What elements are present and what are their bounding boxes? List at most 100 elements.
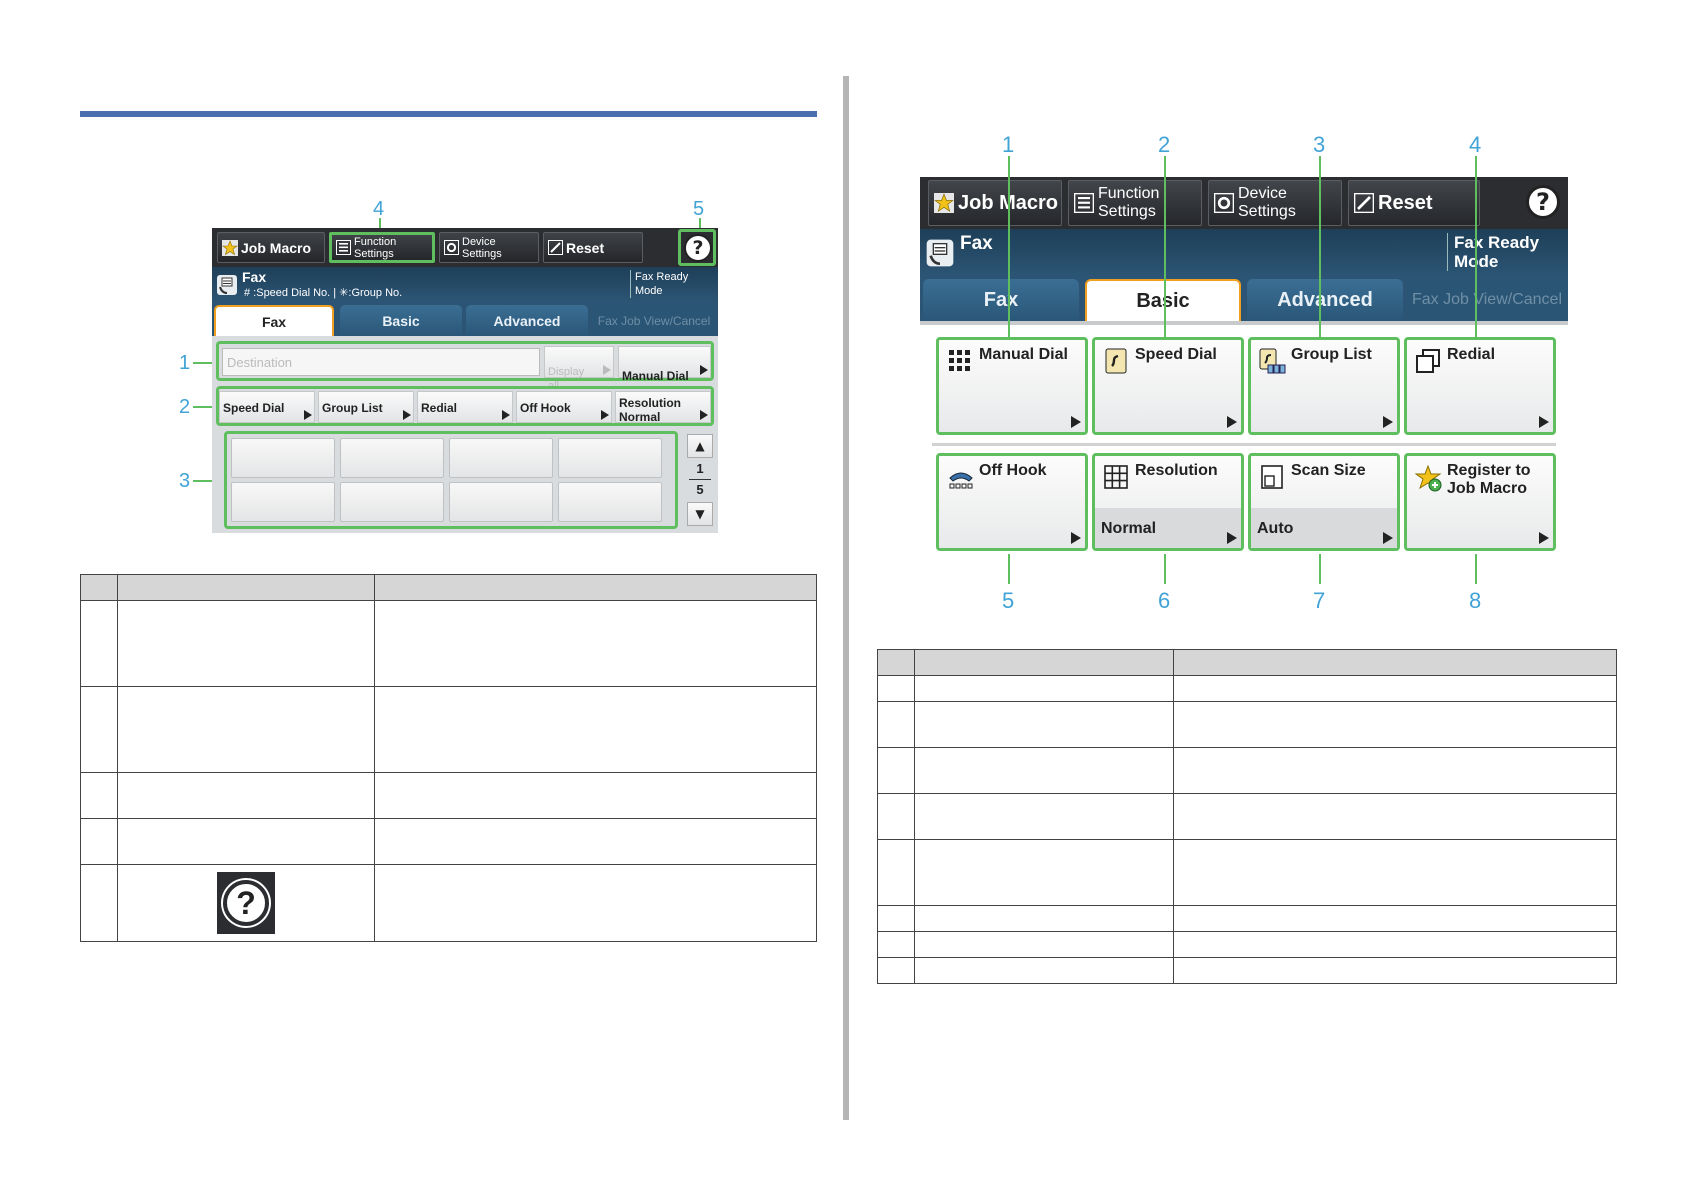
callout-line: [193, 406, 216, 408]
table-row: [877, 747, 1617, 794]
redial-label: Redial: [421, 401, 458, 415]
tab-basic[interactable]: Basic: [1085, 279, 1241, 321]
manual-dial-button[interactable]: Manual Dial: [618, 346, 711, 383]
scan-size-label: Scan Size: [1291, 462, 1366, 479]
table-row: [877, 931, 1617, 958]
grid-icon: [1103, 464, 1131, 492]
resolution-value: Normal: [1095, 508, 1241, 548]
tab-fax-job-view[interactable]: Fax Job View/Cancel: [592, 305, 716, 336]
tab-underline: [920, 321, 1568, 325]
speed-dial-label: Speed Dial: [1135, 346, 1217, 363]
manual-dial-tile[interactable]: Manual Dial: [936, 337, 1088, 435]
one-touch-key[interactable]: [340, 438, 444, 478]
reset-button[interactable]: Reset: [543, 232, 643, 263]
callout-line: [1164, 554, 1166, 584]
one-touch-key[interactable]: [231, 482, 335, 522]
device-settings-label: Device Settings: [1238, 185, 1296, 220]
help-icon[interactable]: ?: [684, 234, 712, 262]
device-settings-label: Device Settings: [462, 235, 502, 260]
table-row: [877, 957, 1617, 984]
redial-tile[interactable]: Redial: [1404, 337, 1556, 435]
device-settings-button[interactable]: Device Settings: [1208, 180, 1342, 226]
reset-button[interactable]: Reset: [1348, 180, 1480, 226]
phone-icon: [947, 464, 975, 492]
device-settings-button[interactable]: Device Settings: [439, 232, 539, 263]
callout-line: [193, 480, 224, 482]
page-separator: [689, 479, 711, 480]
resolution-tile[interactable]: Resolution Normal: [1092, 453, 1244, 551]
one-touch-key[interactable]: [558, 438, 662, 478]
callout-line: [1319, 156, 1321, 340]
arrow-icon: [1227, 532, 1237, 544]
off-hook-tile[interactable]: Off Hook: [936, 453, 1088, 551]
callout-line: [1164, 156, 1166, 340]
help-icon[interactable]: ?: [1526, 185, 1560, 219]
reset-icon: [1354, 193, 1374, 213]
group-list-button[interactable]: Group List: [318, 391, 414, 423]
callout-3: 3: [1313, 132, 1326, 157]
group-list-label: Group List: [322, 401, 383, 415]
tab-fax[interactable]: Fax: [214, 305, 334, 336]
arrow-icon: [1071, 532, 1081, 544]
tab-advanced[interactable]: Advanced: [466, 305, 588, 336]
arrow-icon: [700, 365, 708, 375]
table-header-item: [117, 574, 375, 601]
group-list-label: Group List: [1291, 346, 1372, 363]
arrow-icon: [601, 410, 609, 420]
fax-panel-left: Job Macro Function Settings Device Setti…: [212, 228, 718, 533]
one-touch-key[interactable]: [449, 482, 553, 522]
one-touch-key[interactable]: [558, 482, 662, 522]
scroll-up-button[interactable]: ▲: [687, 434, 713, 458]
callout-line: [193, 362, 216, 364]
register-job-macro-tile[interactable]: Register to Job Macro: [1404, 453, 1556, 551]
tab-basic[interactable]: Basic: [340, 305, 462, 336]
arrow-icon: [603, 365, 611, 375]
callout-line: [699, 218, 701, 230]
one-touch-key[interactable]: [231, 438, 335, 478]
tab-fax-job-view[interactable]: Fax Job View/Cancel: [1409, 279, 1565, 321]
speed-dial-tile[interactable]: Speed Dial: [1092, 337, 1244, 435]
callout-2: 2: [179, 396, 191, 418]
callout-6: 6: [1158, 588, 1171, 613]
tab-fax[interactable]: Fax: [923, 279, 1079, 321]
register-job-macro-label: Register to Job Macro: [1447, 462, 1531, 497]
callout-line: [1008, 156, 1010, 340]
job-macro-label: Job Macro: [241, 239, 312, 256]
tab-advanced[interactable]: Advanced: [1247, 279, 1403, 321]
gear-icon: [1214, 193, 1234, 213]
scroll-down-button[interactable]: ▼: [687, 502, 713, 526]
callout-4: 4: [373, 198, 385, 220]
group-list-tile[interactable]: Group List: [1248, 337, 1400, 435]
callout-3: 3: [179, 470, 191, 492]
callout-line: [1475, 554, 1477, 584]
off-hook-button[interactable]: Off Hook: [516, 391, 612, 423]
callout-line: [1319, 554, 1321, 584]
speed-dial-button[interactable]: Speed Dial: [219, 391, 315, 423]
function-settings-button[interactable]: Function Settings: [329, 232, 435, 263]
fax-panel-right: Job Macro Function Settings Device Setti…: [920, 177, 1568, 557]
table-row: [877, 701, 1617, 748]
function-settings-button[interactable]: Function Settings: [1068, 180, 1202, 226]
one-touch-grid: [224, 431, 678, 529]
job-macro-button[interactable]: Job Macro: [928, 180, 1062, 226]
table-header-no: [877, 649, 915, 676]
callout-1: 1: [179, 352, 191, 374]
one-touch-key[interactable]: [449, 438, 553, 478]
help-highlight: [678, 229, 716, 266]
off-hook-label: Off Hook: [979, 462, 1047, 479]
scan-size-tile[interactable]: Scan Size Auto: [1248, 453, 1400, 551]
tab-strip: Fax Basic Advanced Fax Job View/Cancel: [920, 277, 1568, 321]
display-all-button[interactable]: Display all: [544, 346, 614, 392]
table-row: [877, 905, 1617, 932]
callout-8: 8: [1469, 588, 1482, 613]
gear-icon: [444, 240, 459, 255]
arrow-icon: [700, 410, 708, 420]
job-macro-button[interactable]: Job Macro: [217, 232, 325, 263]
redial-button[interactable]: Redial: [417, 391, 513, 423]
resolution-button[interactable]: Resolution Normal: [615, 391, 711, 424]
off-hook-label: Off Hook: [520, 401, 571, 415]
table-header-no: [80, 574, 118, 601]
destination-input[interactable]: Destination: [222, 348, 540, 376]
one-touch-key[interactable]: [340, 482, 444, 522]
arrow-icon: [1539, 416, 1549, 428]
